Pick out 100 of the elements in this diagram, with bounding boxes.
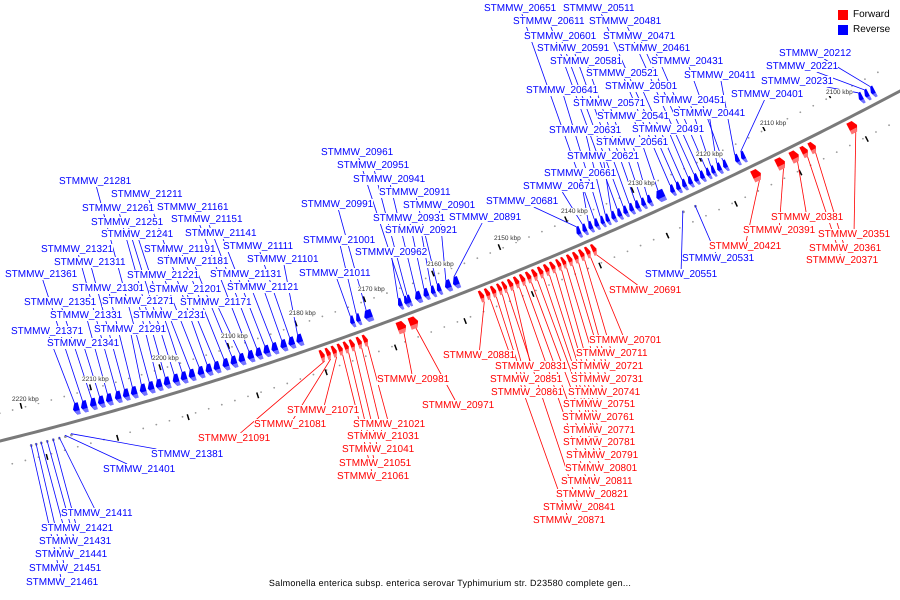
gene-block <box>734 154 742 166</box>
gene-label: STMMW_21241 <box>101 228 174 240</box>
gene-block <box>750 168 761 182</box>
leader-line <box>70 433 157 450</box>
gene-label: STMMW_21141 <box>185 228 257 238</box>
gene-block <box>248 350 256 362</box>
gene-label: STMMW_20761 <box>562 412 634 422</box>
gene-block <box>600 216 607 228</box>
gene-block <box>706 168 713 180</box>
gene-label: STMMW_20371 <box>806 254 878 266</box>
gene-block <box>605 213 612 226</box>
gene-block <box>404 296 410 308</box>
gene-block <box>635 200 642 212</box>
gene-label: STMMW_21271 <box>102 296 174 306</box>
gene-label: STMMW_20461 <box>618 42 690 54</box>
leader-line <box>367 346 388 420</box>
leader-line <box>709 118 718 164</box>
gene-label: STMMW_20911 <box>379 186 451 198</box>
gene-label: STMMW_20481 <box>589 16 662 26</box>
gene-label: STMMW_21081 <box>254 418 326 430</box>
gene-block <box>710 165 718 177</box>
gene-label: STMMW_20501 <box>605 80 678 92</box>
gene-block <box>740 150 748 163</box>
gene-block <box>846 120 858 134</box>
gene-block <box>555 258 562 271</box>
gene-label: STMMW_21221 <box>127 270 200 280</box>
gene-label: STMMW_20951 <box>337 160 410 170</box>
gene-point <box>694 204 697 208</box>
gene-block <box>255 347 264 360</box>
gene-point <box>46 440 49 443</box>
gene-label: STMMW_21001 <box>303 234 376 246</box>
gene-label: STMMW_21251 <box>91 216 164 228</box>
gene-block <box>688 176 695 188</box>
gene-label: STMMW_21421 <box>41 522 114 534</box>
gene-label: STMMW_21131 <box>210 268 282 280</box>
gene-label: STMMW_20671 <box>523 180 596 192</box>
legend-label: Reverse <box>853 24 890 36</box>
gene-label: STMMW_20611 <box>513 16 585 26</box>
gene-label: STMMW_21171 <box>180 296 252 308</box>
gene-label: STMMW_21211 <box>111 188 183 200</box>
leader-line <box>680 210 684 270</box>
gene-block <box>348 339 355 352</box>
gene-label: STMMW_20351 <box>818 228 890 240</box>
gene-block <box>594 218 602 230</box>
gene-block <box>670 184 677 196</box>
gene-block <box>188 368 197 382</box>
gene-block <box>324 348 331 360</box>
gene-block <box>512 276 520 288</box>
leader-line <box>361 348 382 432</box>
gene-label: STMMW_20212 <box>779 48 852 58</box>
leader-line <box>52 438 76 524</box>
gene-block <box>356 313 362 326</box>
gene-label: STMMW_21151 <box>171 214 243 224</box>
gene-block <box>623 205 630 218</box>
gene-block <box>164 376 172 389</box>
gene-label: STMMW_20441 <box>673 108 746 118</box>
gene-label: STMMW_20661 <box>544 168 616 178</box>
leader-line <box>740 100 765 152</box>
gene-block <box>501 281 508 294</box>
gene-label: STMMW_21011 <box>299 268 371 278</box>
gene-label: STMMW_20431 <box>651 56 724 66</box>
gene-label: STMMW_20601 <box>524 30 596 42</box>
gene-label: STMMW_20511 <box>563 2 635 14</box>
gene-block <box>576 226 584 238</box>
gene-label: STMMW_21161 <box>157 202 229 212</box>
gene-block <box>114 390 123 404</box>
gene-label: STMMW_20471 <box>603 30 676 42</box>
gene-block <box>98 395 106 408</box>
gene-label: STMMW_20641 <box>526 84 598 96</box>
gene-label: STMMW_20881 <box>443 350 516 360</box>
gene-label: STMMW_20791 <box>566 450 638 460</box>
leader-line <box>58 436 95 508</box>
gene-block <box>238 352 247 366</box>
gene-block <box>524 271 532 284</box>
gene-label: STMMW_21051 <box>339 458 412 468</box>
gene-block <box>424 288 431 300</box>
gene-label: STMMW_20721 <box>571 360 644 372</box>
gene-block <box>566 254 573 266</box>
gene-label: STMMW_21181 <box>157 256 229 266</box>
gene-block <box>864 88 872 100</box>
gene-block <box>578 249 585 262</box>
gene-label: STMMW_21071 <box>287 404 360 416</box>
gene-label: STMMW_21441 <box>35 548 108 560</box>
gene-label: STMMW_21031 <box>347 430 420 442</box>
gene-label: STMMW_21281 <box>59 176 132 186</box>
leader-line <box>479 301 485 350</box>
gene-label: STMMW_20931 <box>373 212 446 224</box>
gene-block <box>80 400 89 413</box>
gene-block <box>611 210 618 223</box>
gene-label: STMMW_21021 <box>353 418 426 430</box>
gene-block <box>656 188 668 202</box>
gene-label: STMMW_20551 <box>645 268 718 280</box>
gene-point <box>40 442 43 444</box>
gene-label: STMMW_21191 <box>144 244 216 254</box>
gene-block <box>148 380 156 394</box>
gene-block <box>484 288 490 300</box>
gene-label: STMMW_21341 <box>47 338 120 348</box>
gene-block <box>408 316 418 330</box>
gene-label: STMMW_20831 <box>495 360 568 372</box>
gene-label: STMMW_21321 <box>41 244 114 254</box>
